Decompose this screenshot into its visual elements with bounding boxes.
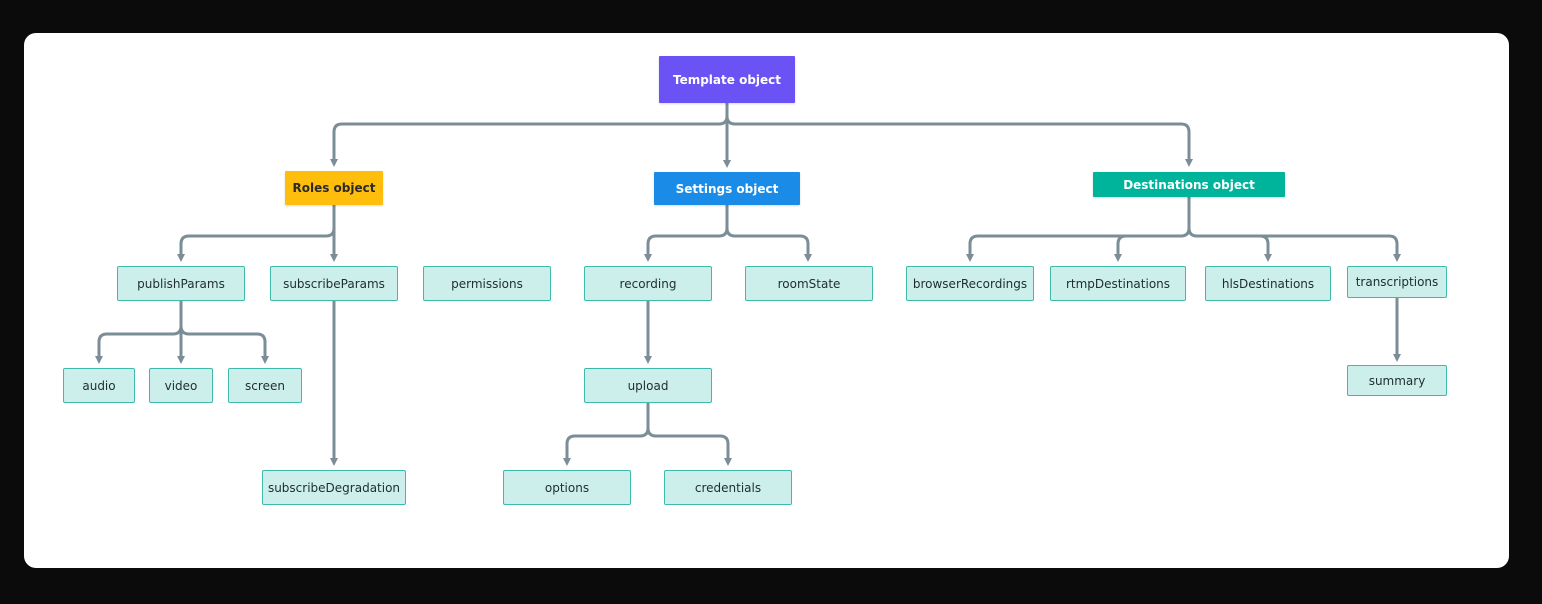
credentials-node[interactable]: credentials [664,470,792,505]
audio-node[interactable]: audio [63,368,135,403]
template-object-node[interactable]: Template object [659,56,795,103]
permissions-node[interactable]: permissions [423,266,551,301]
options-node[interactable]: options [503,470,631,505]
recording-node[interactable]: recording [584,266,712,301]
browserrecordings-node[interactable]: browserRecordings [906,266,1034,301]
subscribedegradation-node[interactable]: subscribeDegradation [262,470,406,505]
summary-node[interactable]: summary [1347,365,1447,396]
roomstate-node[interactable]: roomState [745,266,873,301]
subscribeparams-node[interactable]: subscribeParams [270,266,398,301]
screen-node[interactable]: screen [228,368,302,403]
upload-node[interactable]: upload [584,368,712,403]
publishparams-node[interactable]: publishParams [117,266,245,301]
roles-object-node[interactable]: Roles object [285,171,383,205]
destinations-object-node[interactable]: Destinations object [1093,172,1285,197]
video-node[interactable]: video [149,368,213,403]
hlsdestinations-node[interactable]: hlsDestinations [1205,266,1331,301]
transcriptions-node[interactable]: transcriptions [1347,266,1447,298]
rtmpdestinations-node[interactable]: rtmpDestinations [1050,266,1186,301]
settings-object-node[interactable]: Settings object [654,172,800,205]
